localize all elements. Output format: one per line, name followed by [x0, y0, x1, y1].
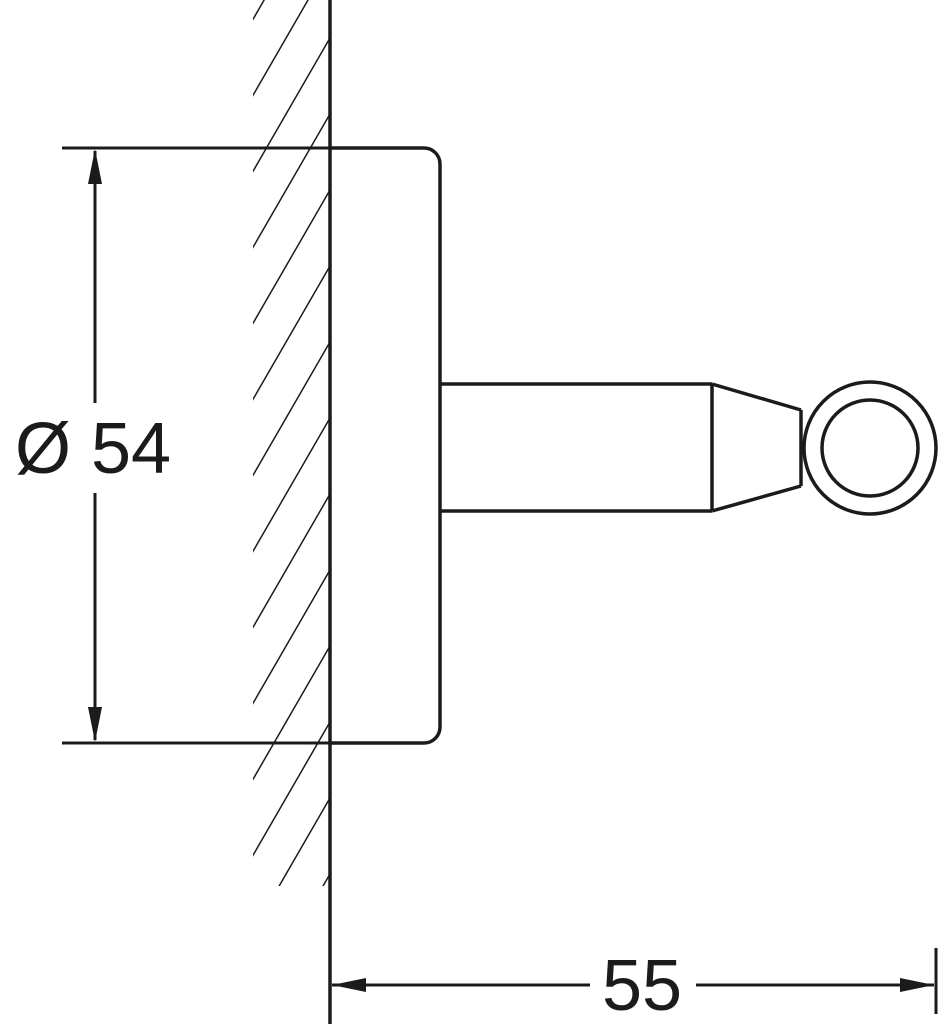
diameter-label: Ø 54 [15, 409, 171, 489]
arrow-up-icon [88, 149, 102, 184]
length-label: 55 [602, 946, 682, 1024]
length-dimension: 55 [332, 946, 938, 1024]
hook-ring [802, 380, 938, 516]
arrow-right-icon [900, 978, 934, 992]
taper-bottom-edge [711, 484, 802, 513]
ring-inner-circle [820, 398, 920, 498]
taper-top-edge [711, 382, 802, 412]
hook-arm [440, 382, 803, 513]
diameter-dimension: Ø 54 [15, 146, 330, 745]
ring-outer-circle [802, 380, 938, 516]
wall-hatching [253, 0, 330, 886]
arrow-down-icon [88, 707, 102, 742]
arrow-left-icon [332, 978, 366, 992]
mounting-plate [330, 146, 442, 745]
